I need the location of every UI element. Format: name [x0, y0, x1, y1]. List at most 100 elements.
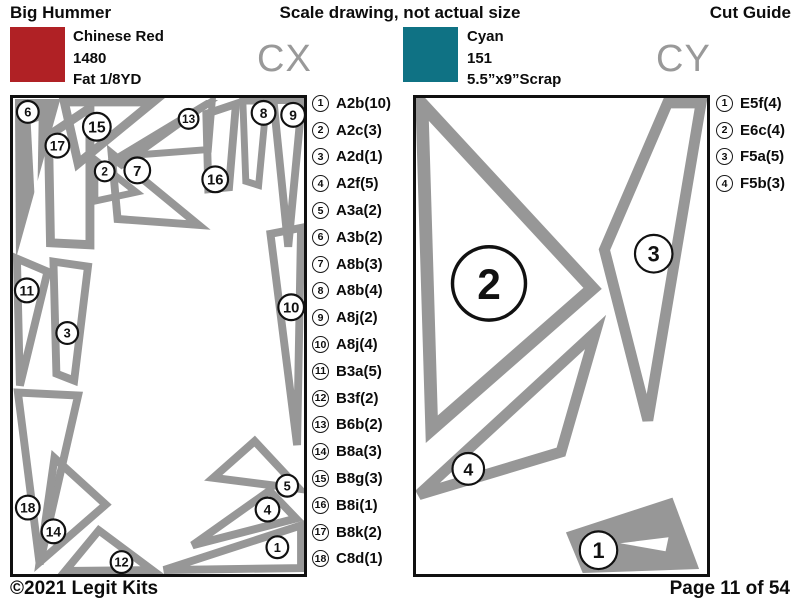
svg-text:12: 12 [114, 555, 128, 570]
legend-number-circle: 4 [716, 175, 733, 193]
piece-marker-CX-16: 16 [201, 165, 230, 194]
legend-item-CX-13: 13 B6b(2) [312, 412, 391, 439]
legend-number-circle: 5 [312, 202, 329, 220]
legend-label: A8j(2) [336, 309, 378, 327]
svg-text:5: 5 [284, 478, 291, 493]
project-title: Big Hummer [10, 3, 112, 22]
piece-shape-cx-12 [57, 524, 164, 574]
svg-text:2: 2 [477, 262, 501, 309]
svg-text:4: 4 [463, 460, 473, 480]
legend-label: A8b(4) [336, 282, 383, 300]
svg-text:8: 8 [260, 105, 268, 121]
svg-text:4: 4 [264, 502, 272, 518]
svg-text:9: 9 [289, 107, 297, 123]
legend-number-circle: 2 [716, 121, 733, 139]
legend-number-circle: 13 [312, 416, 329, 434]
legend-label: B8i(1) [336, 496, 378, 514]
legend-label: F5a(5) [740, 148, 785, 166]
fabric-swatch-cyan [403, 27, 458, 82]
svg-text:3: 3 [648, 242, 660, 267]
legend-label: A3a(2) [336, 202, 382, 220]
piece-marker-CX-13: 13 [177, 107, 200, 130]
piece-marker-CX-1: 1 [265, 535, 290, 560]
svg-text:16: 16 [207, 173, 223, 189]
legend-number-circle: 18 [312, 550, 329, 568]
legend-label: B8k(2) [336, 523, 382, 541]
legend-item-CX-16: 16 B8i(1) [312, 492, 391, 519]
legend-label: E5f(4) [740, 94, 782, 112]
legend-label: A8j(4) [336, 336, 378, 354]
piece-marker-CX-11: 11 [13, 277, 40, 304]
legend-label: B6b(2) [336, 416, 383, 434]
legend-number-circle: 15 [312, 470, 329, 488]
legend-number-circle: 6 [312, 228, 329, 246]
svg-text:3: 3 [64, 326, 71, 341]
svg-text:15: 15 [88, 120, 106, 137]
legend-number-circle: 2 [312, 121, 329, 139]
piece-marker-CX-12: 12 [109, 550, 134, 574]
legend-label: B8a(3) [336, 443, 382, 461]
fabric-swatch-chinese-red [10, 27, 65, 82]
svg-text:13: 13 [182, 112, 196, 126]
piece-marker-CX-10: 10 [277, 293, 304, 322]
copyright: ©2021 Legit Kits [10, 578, 159, 599]
legend-number-circle: 16 [312, 496, 329, 514]
piece-shape-cx-4 [190, 485, 304, 550]
piece-marker-CX-15: 15 [81, 111, 112, 142]
piece-marker-CX-2: 2 [93, 160, 116, 183]
cut-guide-label: Cut Guide [709, 3, 791, 22]
panel-code-cx: CX [257, 38, 312, 80]
legend-item-CY-4: 4 F5b(3) [716, 170, 785, 197]
legend-number-circle: 7 [312, 255, 329, 273]
legend-label: B3a(5) [336, 362, 382, 380]
piece-marker-CX-4: 4 [254, 496, 281, 523]
piece-shape-cx-3 [49, 257, 93, 387]
fabric-number-cx: 1480 [73, 49, 107, 67]
piece-marker-CX-6: 6 [15, 99, 40, 124]
fabric-info-cy: Cyan 151 5.5”x9”Scrap [467, 26, 561, 91]
piece-shape-cx-15 [58, 98, 165, 172]
piece-slit-cx-6 [30, 120, 39, 237]
svg-text:18: 18 [20, 500, 36, 516]
legend-number-circle: 1 [312, 94, 329, 112]
legend-label: F5b(3) [740, 175, 785, 193]
piece-marker-CY-3: 3 [633, 233, 674, 274]
piece-shape-cx-5 [204, 435, 304, 494]
legend-label: B8g(3) [336, 470, 383, 488]
fabric-name-cy: Cyan [467, 28, 504, 45]
svg-text:7: 7 [133, 164, 141, 180]
svg-text:2: 2 [101, 165, 108, 179]
svg-text:1: 1 [592, 538, 604, 563]
legend-number-circle: 17 [312, 523, 329, 541]
legend-number-circle: 3 [312, 148, 329, 166]
piece-marker-CX-8: 8 [250, 99, 277, 126]
piece-shape-cx-18 [13, 388, 84, 565]
piece-shape-cx-16 [202, 98, 241, 194]
cut-panel-cy: 2 3 4 1 [413, 95, 710, 577]
legend-number-circle: 9 [312, 309, 329, 327]
piece-marker-CX-18: 18 [14, 494, 41, 521]
svg-text:10: 10 [283, 301, 299, 317]
legend-label: C8d(1) [336, 550, 383, 568]
fabric-number-cy: 151 [467, 49, 493, 67]
piece-shape-cx-10 [266, 223, 304, 446]
piece-marker-CY-2: 2 [450, 245, 528, 322]
piece-shape-cx-14 [34, 450, 112, 573]
piece-slit-cy-1 [620, 537, 669, 552]
fabric-cut-cy: 5.5”x9”Scrap [467, 71, 562, 88]
piece-shape-cy-4 [416, 314, 607, 500]
